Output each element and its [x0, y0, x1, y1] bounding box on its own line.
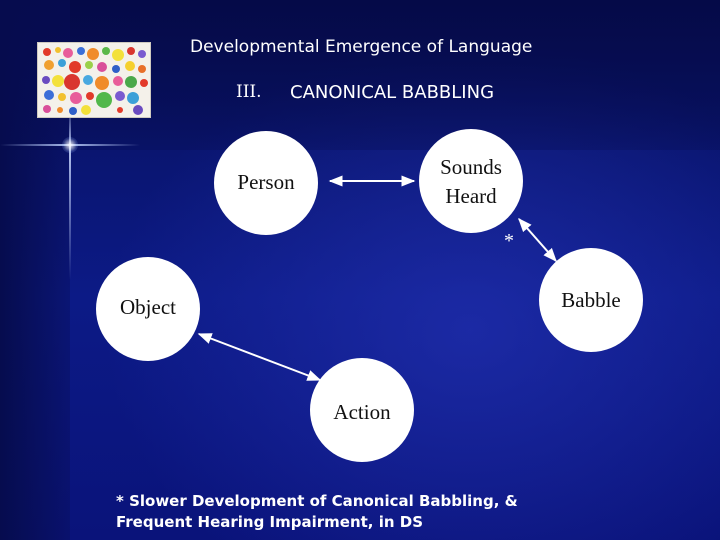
node-sounds-heard — [419, 129, 523, 233]
node-babble-label: Babble — [561, 288, 621, 312]
arrow-sounds-babble — [518, 217, 557, 263]
slide-title: Developmental Emergence of Language — [190, 37, 533, 57]
footnote: * Slower Development of Canonical Babbli… — [116, 491, 576, 533]
section-title: CANONICAL BABBLING — [290, 82, 495, 103]
node-object-label: Object — [120, 295, 176, 319]
light-flare-center — [62, 137, 78, 153]
node-action — [310, 358, 414, 462]
dots-picture — [42, 47, 148, 115]
footnote-line-2: Frequent Hearing Impairment, in DS — [116, 513, 424, 531]
section-number: III. — [236, 82, 262, 102]
asterisk-marker: * — [504, 230, 514, 252]
footnote-line-1: * Slower Development of Canonical Babbli… — [116, 492, 518, 510]
arrow-object-action — [197, 333, 322, 381]
node-babble — [539, 248, 643, 352]
node-object — [96, 257, 200, 361]
colored-dots-image — [37, 42, 151, 118]
node-person-label: Person — [237, 170, 295, 194]
light-flare-vertical — [69, 105, 71, 280]
node-sounds-heard-label-line2: Heard — [445, 184, 497, 208]
node-action-label: Action — [333, 400, 391, 424]
node-sounds-heard-label-line1: Sounds — [440, 155, 502, 179]
node-person — [214, 131, 318, 235]
